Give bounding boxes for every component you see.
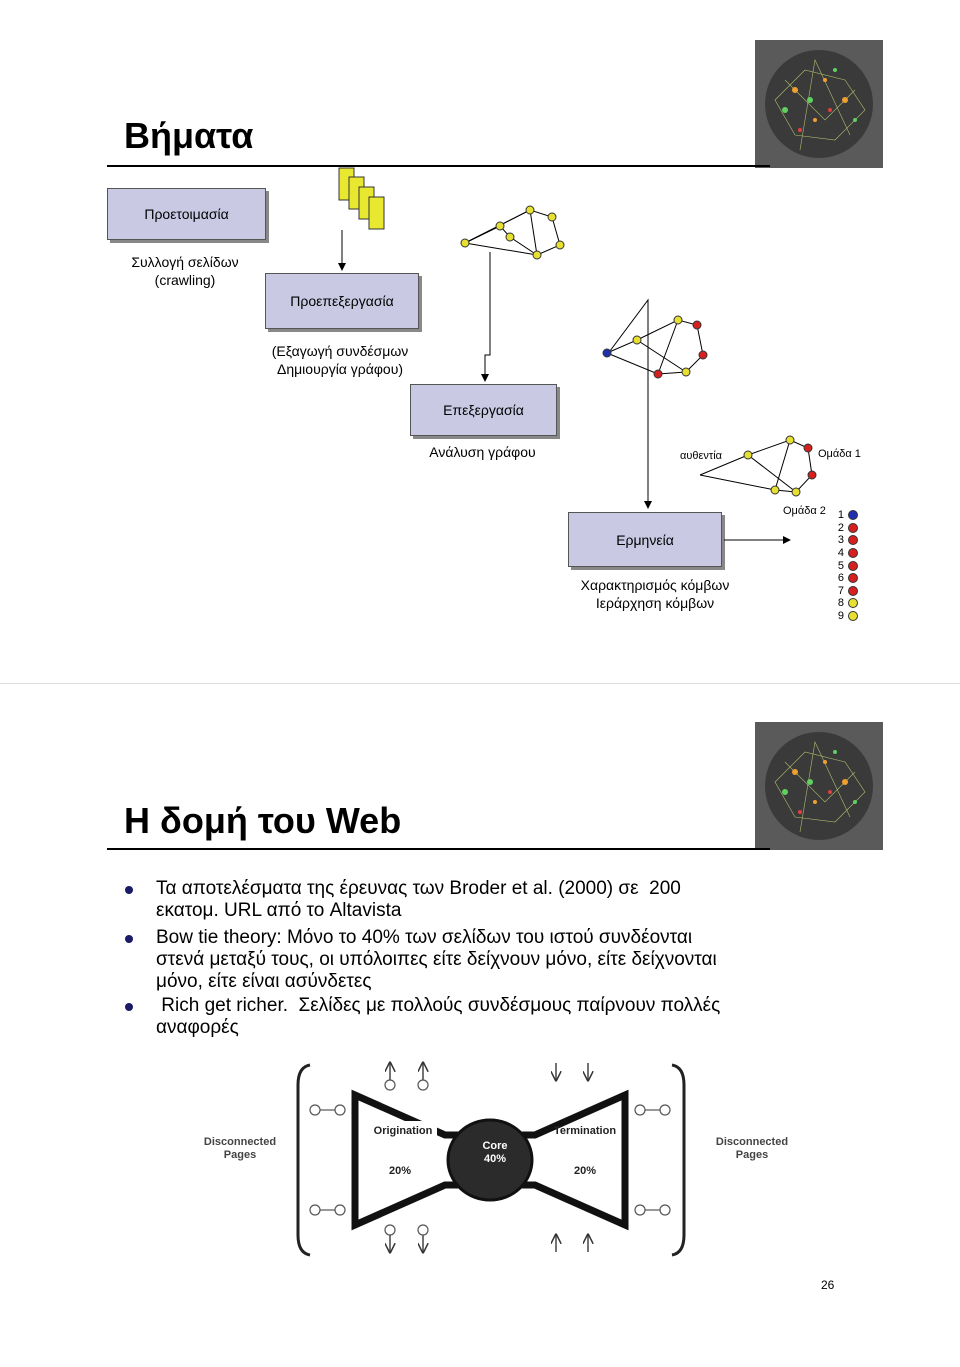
rank-number: 9 (837, 610, 844, 623)
graph-diagram-2 (606, 319, 704, 375)
group1-label: Ομάδα 1 (818, 448, 861, 460)
rank-item: 1 (828, 509, 868, 522)
rank-number: 3 (837, 534, 844, 547)
right-disconnected-label: Disconnected Pages (715, 1136, 789, 1161)
extract-label: (Εξαγωγή συνδέσμων Δημιουργία γράφου) (271, 343, 409, 377)
core-pct: 40% (483, 1153, 507, 1165)
core-label: Core (482, 1140, 508, 1152)
rank-number: 5 (837, 559, 844, 572)
bullet-3: Rich get richer. Σελίδες με πολλούς συνδ… (156, 995, 856, 1039)
slide2-title-rule (107, 848, 770, 850)
termination-pct: 20% (573, 1165, 597, 1177)
rank-item: 2 (828, 522, 868, 535)
termination-label: Termination (553, 1125, 617, 1137)
rank-item: 4 (828, 547, 868, 560)
rank-color-dot-icon (848, 560, 858, 571)
rank-number: 8 (837, 597, 844, 610)
rank-item: 7 (828, 585, 868, 598)
globe-graph-image-2 (755, 722, 883, 850)
crawl-label: Συλλογή σελίδων (crawling) (131, 254, 239, 288)
rank-number: 6 (837, 572, 844, 585)
graph-diagram-1 (464, 209, 561, 256)
process-box: Επεξεργασία (410, 384, 557, 436)
rank-color-dot-icon (848, 535, 858, 546)
rank-color-dot-icon (848, 510, 858, 521)
group2-label: Ομάδα 2 (783, 505, 826, 517)
interpret-box: Ερμηνεία (568, 512, 722, 567)
bullet-1-line1: Τα αποτελέσματα της έρευνας των Broder e… (156, 878, 681, 899)
preprocess-box: Προεπεξεργασία (265, 273, 419, 329)
bullet-2-line1: Bow tie theory: Μόνο το 40% των σελίδων … (156, 927, 693, 948)
bullet-1-line2: εκατομ. URL από το Altavista (156, 900, 402, 921)
globe-graph-image (755, 40, 883, 168)
bullet-2-line2: στενά μεταξύ τους, οι υπόλοιπες είτε δεί… (156, 949, 717, 970)
rank-color-dot-icon (848, 611, 858, 622)
rank-number: 1 (837, 509, 844, 522)
slide1-connectors (338, 205, 817, 544)
graph-diagram-3 (699, 439, 813, 493)
rank-item: 3 (828, 534, 868, 547)
left-disconnected-label: Disconnected Pages (203, 1136, 277, 1161)
slide1-title-rule (107, 165, 770, 167)
rank-item: 8 (828, 597, 868, 610)
bullet-dot-2 (125, 935, 133, 943)
slide2-title: Η δομή του Web (124, 800, 402, 841)
graph-analysis-label: Ανάλυση γράφου (429, 444, 536, 460)
bullet-3-line1: Rich get richer. Σελίδες με πολλούς συνδ… (156, 995, 721, 1016)
rank-item: 6 (828, 572, 868, 585)
rank-number: 2 (837, 521, 844, 534)
rank-color-dot-icon (848, 522, 858, 533)
bullet-dot-1 (125, 886, 133, 894)
rank-color-dot-icon (848, 598, 858, 609)
rank-color-dot-icon (848, 548, 858, 559)
bowtie-diagram (296, 1055, 686, 1257)
bullet-3-line2: αναφορές (156, 1017, 239, 1038)
bullet-1: Τα αποτελέσματα της έρευνας των Broder e… (156, 878, 856, 922)
bullet-dot-3 (125, 1003, 133, 1011)
rank-item: 5 (828, 559, 868, 572)
rank-item: 9 (828, 610, 868, 623)
slide-separator (0, 683, 960, 684)
rank-number: 4 (837, 547, 844, 560)
rank-color-dot-icon (848, 573, 858, 584)
prep-box: Προετοιμασία (107, 188, 266, 240)
interpret-label: Χαρακτηρισμός κόμβων Ιεράρχηση κόμβων (580, 577, 730, 611)
documents-stack-icon (335, 165, 395, 245)
origination-label: Origination (373, 1125, 433, 1137)
rank-number: 7 (837, 584, 844, 597)
authority-label: αυθεντία (680, 450, 723, 462)
page-number: 26 (821, 1278, 835, 1292)
slide1-title: Βήματα (124, 115, 254, 156)
bullet-2-line3: μόνο, είτε είναι ασύνδετες (156, 971, 372, 992)
origination-pct: 20% (388, 1165, 412, 1177)
bullet-2: Bow tie theory: Μόνο το 40% των σελίδων … (156, 927, 856, 993)
rank-color-dot-icon (848, 585, 858, 596)
